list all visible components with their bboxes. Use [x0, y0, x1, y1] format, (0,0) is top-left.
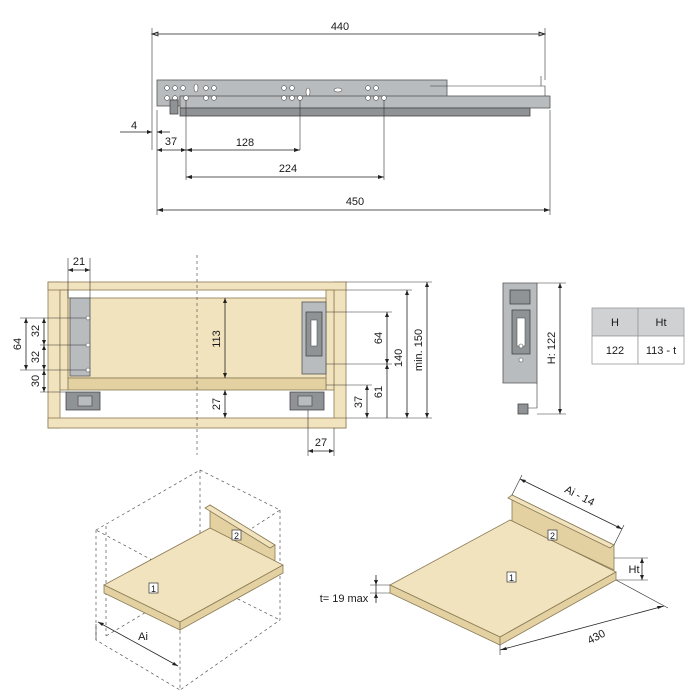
iso-cabinet-callout-2: 2 [234, 531, 239, 541]
dim-30: 30 [30, 375, 42, 387]
height-label: H: 122 [546, 332, 558, 364]
iso-label-ht: Ht [629, 564, 640, 576]
dim-32-lower: 32 [30, 351, 42, 363]
iso-label-ai-14: Ai - 14 [562, 484, 596, 509]
table-header-h: H [611, 317, 619, 329]
runner-moving-profile [179, 95, 551, 109]
table-cell-ht: 113 - t [646, 345, 676, 357]
iso-label-430: 430 [586, 628, 608, 647]
table-cell-h: 122 [606, 345, 624, 357]
dim-37-right: 37 [353, 396, 365, 408]
iso-cabinet: 1 2 Ai [95, 469, 284, 691]
side-view-bracket: H: 122 [502, 282, 566, 415]
dimension-table: H Ht 122 113 - t [591, 307, 685, 365]
iso-label-ai: Ai [138, 631, 148, 643]
iso-panel: 1 2 Ai - 14 Ht t= 19 max 430 [320, 474, 669, 655]
dim-450: 450 [346, 196, 364, 208]
section-view: 21 64 32 32 30 113 27 64 140 [12, 255, 432, 456]
iso-panel-callout-2: 2 [550, 531, 555, 541]
dim-64-left: 64 [12, 338, 24, 350]
table-header-ht: Ht [656, 317, 667, 329]
dim-21: 21 [73, 256, 85, 268]
dim-128: 128 [236, 137, 254, 149]
iso-panel-callout-1: 1 [509, 573, 514, 583]
dim-64-right: 64 [373, 332, 385, 344]
dim-32-upper: 32 [30, 325, 42, 337]
dim-440: 440 [331, 21, 349, 33]
dim-61: 61 [373, 386, 385, 398]
dim-4: 4 [131, 120, 137, 132]
runner-holes [164, 83, 387, 101]
top-view-runner: 440 4 37 128 224 450 [120, 21, 551, 215]
dim-140: 140 [393, 349, 405, 367]
iso-cabinet-callout-1: 1 [151, 584, 156, 594]
iso-label-t: t= 19 max [320, 593, 369, 605]
runner-lower-profile [179, 107, 531, 117]
dim-27-bottom: 27 [315, 437, 327, 449]
dim-37: 37 [165, 136, 177, 148]
dim-224: 224 [279, 163, 297, 175]
dim-min-150: min. 150 [413, 329, 425, 371]
dim-27-center: 27 [211, 398, 223, 410]
dim-113: 113 [211, 330, 223, 348]
